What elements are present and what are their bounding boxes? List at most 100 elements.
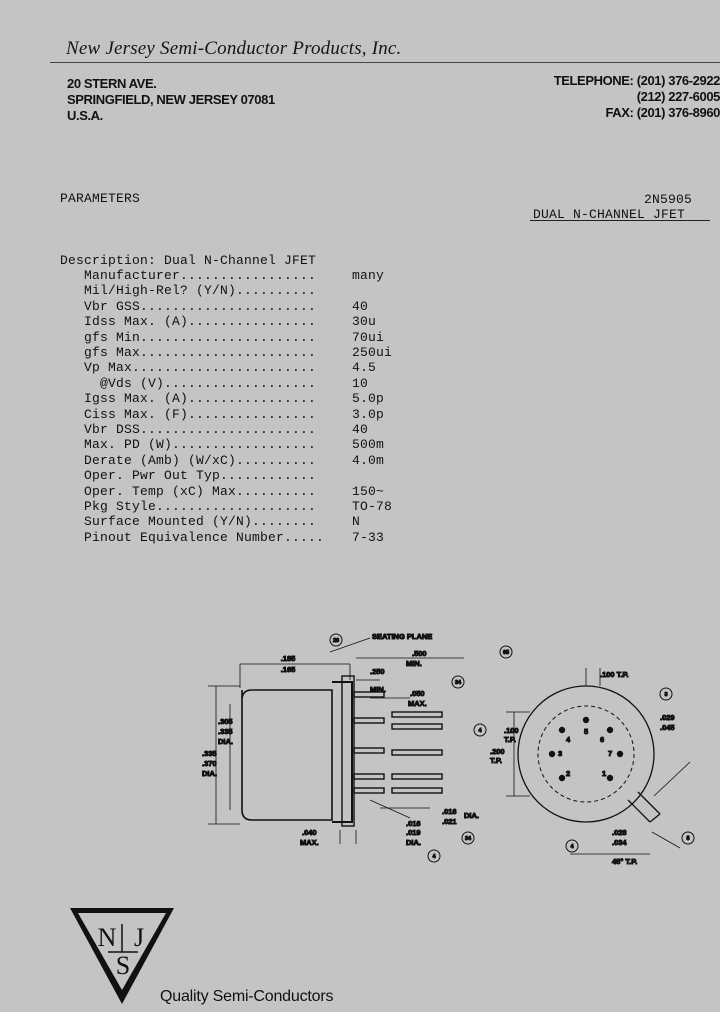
parameter-row: Igss Max. (A)................5.0p: [60, 391, 384, 406]
parameter-row: Mil/High-Rel? (Y/N)..........: [60, 283, 352, 298]
parameter-row: Derate (Amb) (W/xC)..........4.0m: [60, 453, 384, 468]
parameter-label: Derate (Amb) (W/xC)..........: [60, 452, 317, 468]
dim-045: .045: [660, 723, 675, 732]
tagline: Quality Semi-Conductors: [160, 988, 334, 1005]
parameter-label: Max. PD (W)..................: [60, 437, 317, 453]
parameter-value: 4.5: [352, 360, 377, 376]
dim-185: .185: [281, 654, 296, 663]
dim-021: .021: [442, 817, 457, 826]
dim-016: .016: [406, 819, 421, 828]
ref-26: 26: [333, 638, 339, 644]
pin-label-1: 1: [602, 769, 606, 778]
dim-100-tp: .100 T.P.: [600, 670, 629, 679]
header-rule: [50, 62, 720, 63]
parameter-label: Pkg Style....................: [60, 499, 317, 514]
dim-200-tp: T.P.: [490, 756, 502, 765]
pin-label-5: 5: [584, 727, 588, 736]
dim-305: .305: [218, 717, 233, 726]
dim-500: .500: [412, 649, 427, 658]
parameter-label: Mil/High-Rel? (Y/N)..........: [60, 283, 317, 299]
parameter-value: many: [352, 268, 385, 283]
parameter-value: 500m: [352, 437, 385, 453]
parameter-label: Ciss Max. (F)................: [60, 406, 317, 422]
parameter-label: Vp Max.......................: [60, 360, 317, 376]
parameter-label: gfs Max......................: [60, 345, 317, 360]
dim-500-min: MIN.: [406, 659, 422, 668]
side-view: [241, 675, 355, 827]
dim-45-deg: 45° T.P.: [612, 857, 637, 866]
address-line-3: U.S.A.: [67, 108, 103, 123]
ref-34: 34: [455, 680, 462, 686]
pin-label-3: 3: [558, 749, 562, 758]
parameter-row: Oper. Pwr Out Typ............: [60, 468, 352, 483]
dim-016b: .016: [442, 807, 457, 816]
parameter-value: 10: [352, 375, 369, 391]
dim-019: .019: [406, 828, 421, 837]
part-number: 2N5905: [644, 192, 693, 207]
parameter-label: Vbr DSS......................: [60, 422, 317, 437]
parameter-value: 70ui: [352, 329, 385, 345]
parameter-row: @Vds (V)................... 10: [60, 376, 368, 391]
company-name: New Jersey Semi-Conductor Products, Inc.: [66, 38, 402, 59]
seating-plane-label: SEATING PLANE: [372, 632, 432, 641]
parameter-value: 5.0p: [352, 391, 385, 407]
dim-100: .100: [504, 726, 519, 735]
svg-text:J: J: [134, 923, 144, 952]
dim-335b: .335: [202, 749, 217, 758]
parameter-row: gfs Max...................... 250ui: [60, 345, 392, 360]
dim-040: .040: [302, 828, 317, 837]
parameters-heading: PARAMETERS: [60, 191, 141, 206]
dim-370: .370: [202, 759, 217, 768]
parameter-row: Oper. Temp (xC) Max..........150~: [60, 484, 384, 499]
parameter-label: Pinout Equivalence Number.....: [60, 529, 325, 545]
parameter-value: 250ui: [352, 345, 393, 360]
ref-4-c: 4: [570, 844, 574, 850]
njs-logo: N J S: [70, 908, 174, 1004]
parameter-row: Ciss Max. (F)................ 3.0p: [60, 407, 384, 422]
dim-250: .250: [370, 667, 385, 676]
svg-text:S: S: [116, 951, 130, 980]
parameter-row: Vbr GSS......................40: [60, 299, 368, 314]
ref-4-b: 4: [478, 728, 482, 734]
parameter-value: 40: [352, 422, 369, 437]
parameter-value: 40: [352, 298, 369, 314]
dim-034: .034: [612, 838, 627, 847]
address-line-1: 20 STERN AVE.: [67, 76, 157, 91]
parameter-row: Vbr DSS...................... 40: [60, 422, 368, 437]
part-rule: [530, 220, 710, 221]
parameter-value: TO-78: [352, 499, 393, 514]
pin-label-6: 6: [600, 735, 604, 744]
dim-dia-2: DIA.: [202, 769, 217, 778]
fax-line: FAX: (201) 376-8960: [605, 105, 720, 120]
parameter-row: Surface Mounted (Y/N)........N: [60, 514, 360, 529]
parameter-row: gfs Min...................... 70ui: [60, 330, 384, 345]
parameter-label: gfs Min......................: [60, 329, 317, 345]
dim-335a: .335: [218, 727, 233, 736]
dim-029: .029: [660, 713, 675, 722]
parameter-row: Idss Max. (A)................30u: [60, 314, 376, 329]
pin-label-4: 4: [566, 735, 571, 744]
telephone-line-2: (212) 227-6005: [636, 89, 720, 104]
parameter-row: Vp Max....................... 4.5: [60, 360, 376, 375]
address-line-2: SPRINGFIELD, NEW JERSEY 07081: [67, 92, 275, 107]
telephone-line: TELEPHONE: (201) 376-2922: [553, 73, 720, 88]
dim-dia-1: DIA.: [218, 737, 233, 746]
circled-refs: [329, 633, 695, 863]
ref-5: 5: [686, 836, 689, 842]
bottom-view: [506, 668, 691, 855]
dim-dia-3: DIA.: [406, 838, 421, 847]
ref-3: 3: [664, 692, 667, 698]
parameter-value: N: [352, 514, 361, 530]
dim-200: .200: [490, 747, 505, 756]
parameter-value: 3.0p: [352, 406, 385, 422]
parameter-label: Idss Max. (A)................: [60, 314, 317, 330]
svg-text:N: N: [98, 923, 117, 952]
parameter-value: 150~: [352, 483, 385, 499]
ref-4: 4: [432, 854, 436, 860]
package-outline-diagram: .185 .165 SEATING PLANE .500 MIN. .250 M…: [202, 632, 695, 867]
dim-040-max: MAX.: [300, 838, 319, 847]
dim-028: .028: [612, 828, 627, 837]
dim-dia-4: DIA.: [464, 811, 479, 820]
parameter-row: Max. PD (W).................. 500m: [60, 437, 384, 452]
parameter-label: @Vds (V)...................: [60, 375, 317, 391]
